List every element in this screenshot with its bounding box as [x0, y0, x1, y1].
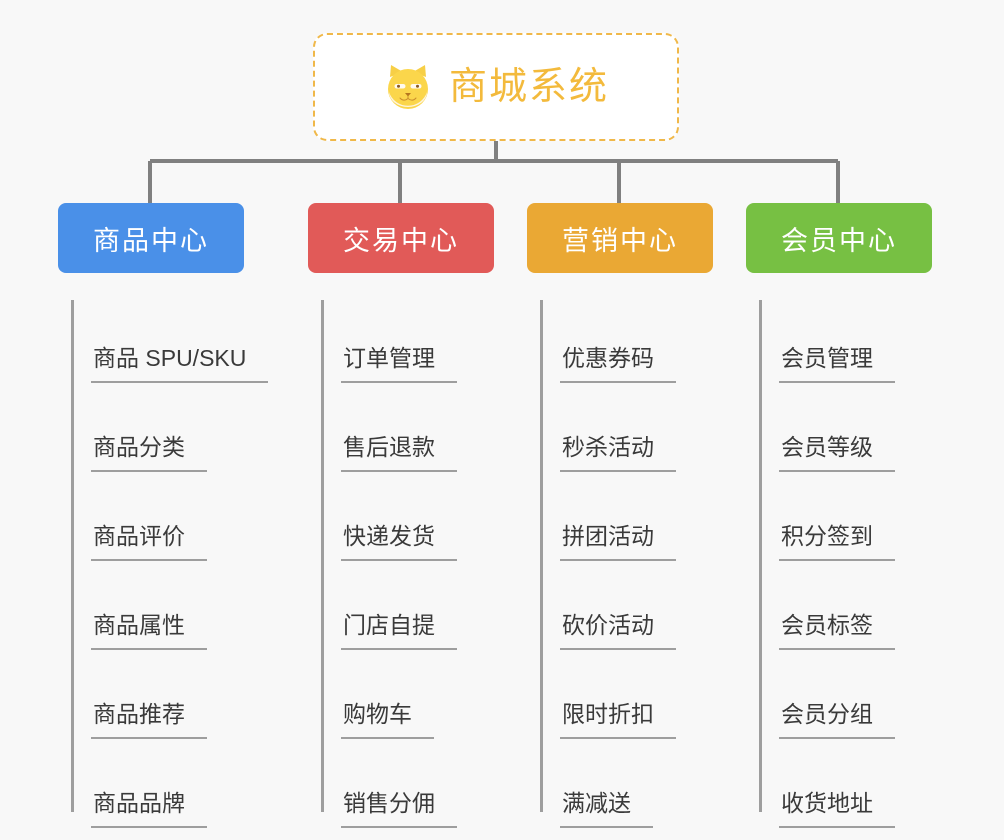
leaf-item[interactable]: 订单管理	[321, 300, 494, 389]
leaf-item[interactable]: 商品评价	[71, 478, 244, 567]
root-node-label: 商城系统	[448, 66, 609, 108]
leaf-item-label: 会员管理	[779, 345, 895, 383]
leaf-item-label: 会员标签	[779, 612, 895, 650]
leaf-item[interactable]: 拼团活动	[540, 478, 713, 567]
category-header-label-3: 会员中心	[781, 225, 897, 256]
leaf-list-2: 优惠券码 秒杀活动 拼团活动 砍价活动 限时折扣 满减送	[527, 300, 713, 834]
leaf-item[interactable]: 快递发货	[321, 478, 494, 567]
leaf-item[interactable]: 会员标签	[759, 567, 932, 656]
category-header-label-0: 商品中心	[93, 225, 209, 256]
leaf-list-1: 订单管理 售后退款 快递发货 门店自提 购物车 销售分佣	[308, 300, 494, 834]
leaf-item-label: 订单管理	[341, 345, 457, 383]
category-header-1[interactable]: 交易中心	[308, 203, 494, 273]
leaf-item-label: 会员等级	[779, 434, 895, 472]
branch-column-2: 营销中心 优惠券码 秒杀活动 拼团活动 砍价活动 限时折扣 满减送	[527, 203, 713, 834]
leaf-item[interactable]: 售后退款	[321, 389, 494, 478]
leaf-item-label: 优惠券码	[560, 345, 676, 383]
category-header-2[interactable]: 营销中心	[527, 203, 713, 273]
leaf-item[interactable]: 满减送	[540, 745, 713, 834]
branch-column-0: 商品中心 商品 SPU/SKU 商品分类 商品评价 商品属性 商品推荐 商品品牌	[58, 203, 269, 834]
leaf-item-label: 收货地址	[779, 790, 895, 828]
leaf-item[interactable]: 商品品牌	[71, 745, 244, 834]
leaf-item-label: 销售分佣	[341, 790, 457, 828]
leaf-item[interactable]: 商品分类	[71, 389, 244, 478]
leaf-item[interactable]: 购物车	[321, 656, 494, 745]
category-header-label-2: 营销中心	[562, 225, 678, 256]
leaf-item-label: 限时折扣	[560, 701, 676, 739]
category-header-label-1: 交易中心	[343, 225, 459, 256]
branch-column-3: 会员中心 会员管理 会员等级 积分签到 会员标签 会员分组 收货地址	[746, 203, 932, 834]
leaf-item-label: 商品推荐	[91, 701, 207, 739]
leaf-item-label: 商品品牌	[91, 790, 207, 828]
leaf-item-label: 商品分类	[91, 434, 207, 472]
leaf-item-label: 秒杀活动	[560, 434, 676, 472]
leaf-item[interactable]: 商品属性	[71, 567, 244, 656]
leaf-item-label: 砍价活动	[560, 612, 676, 650]
leaf-item-label: 满减送	[560, 790, 653, 828]
leaf-item[interactable]: 会员等级	[759, 389, 932, 478]
leaf-item-label: 售后退款	[341, 434, 457, 472]
leaf-item[interactable]: 秒杀活动	[540, 389, 713, 478]
leaf-item[interactable]: 积分签到	[759, 478, 932, 567]
leaf-item-label: 会员分组	[779, 701, 895, 739]
root-node[interactable]: 商城系统	[313, 33, 679, 141]
leaf-item-label: 积分签到	[779, 523, 895, 561]
leaf-item[interactable]: 会员管理	[759, 300, 932, 389]
leaf-list-3: 会员管理 会员等级 积分签到 会员标签 会员分组 收货地址	[746, 300, 932, 834]
leaf-item[interactable]: 销售分佣	[321, 745, 494, 834]
leaf-item[interactable]: 会员分组	[759, 656, 932, 745]
leaf-item-label: 商品 SPU/SKU	[91, 345, 269, 383]
leaf-item[interactable]: 砍价活动	[540, 567, 713, 656]
leaf-item-label: 购物车	[341, 701, 434, 739]
category-header-3[interactable]: 会员中心	[746, 203, 932, 273]
leaf-item[interactable]: 限时折扣	[540, 656, 713, 745]
leaf-item-label: 快递发货	[341, 523, 457, 561]
leaf-item-label: 商品属性	[91, 612, 207, 650]
leaf-item-label: 商品评价	[91, 523, 207, 561]
category-header-0[interactable]: 商品中心	[58, 203, 244, 273]
leaf-item-label: 门店自提	[341, 612, 457, 650]
branch-column-1: 交易中心 订单管理 售后退款 快递发货 门店自提 购物车 销售分佣	[308, 203, 494, 834]
leaf-item[interactable]: 优惠券码	[540, 300, 713, 389]
leaf-list-0: 商品 SPU/SKU 商品分类 商品评价 商品属性 商品推荐 商品品牌	[58, 300, 269, 834]
leaf-item[interactable]: 商品 SPU/SKU	[71, 300, 269, 389]
leaf-item[interactable]: 收货地址	[759, 745, 932, 834]
leaf-item[interactable]: 商品推荐	[71, 656, 244, 745]
leaf-item-label: 拼团活动	[560, 523, 676, 561]
leaf-item[interactable]: 门店自提	[321, 567, 494, 656]
shiba-dog-icon	[387, 65, 428, 109]
